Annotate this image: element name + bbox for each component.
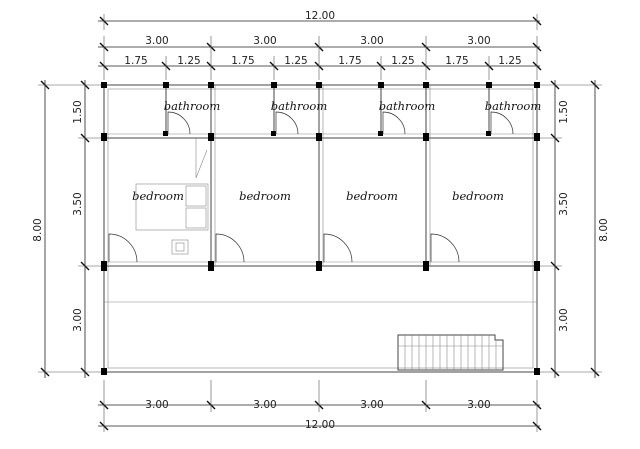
bottom-bay-dimension-2: 3.00	[253, 399, 276, 411]
bathroom-label-3: bathroom	[379, 99, 436, 113]
bedroom-label-4: bedroom	[452, 189, 504, 203]
top-sub-dimension-2: 1.25	[177, 55, 200, 67]
structural-columns	[101, 82, 540, 375]
bedroom-furniture	[135, 138, 209, 255]
top-total-dimension: 12.00	[305, 10, 335, 22]
top-sub-dimension-7: 1.75	[445, 55, 468, 67]
top-sub-dimension-5: 1.75	[338, 55, 361, 67]
top-dimensions: 12.00 3.00 3.00 3.00 3.00 1.75 1.25 1.75…	[98, 10, 542, 80]
left-dimensions: 8.00 1.50 3.50 3.00	[32, 80, 104, 378]
right-row-dimension-1: 1.50	[558, 100, 570, 123]
left-total-dimension: 8.00	[32, 218, 44, 241]
room-labels: bathroom bathroom bathroom bathroom bedr…	[132, 99, 541, 203]
right-row-dimension-2: 3.50	[558, 192, 570, 215]
bedroom-label-2: bedroom	[239, 189, 291, 203]
bottom-dimensions: 3.00 3.00 3.00 3.00 12.00	[98, 380, 542, 432]
top-sub-dimension-8: 1.25	[498, 55, 521, 67]
stairs	[397, 334, 504, 371]
bathroom-label-1: bathroom	[164, 99, 221, 113]
building-walls	[103, 84, 538, 373]
bottom-total-dimension: 12.00	[305, 419, 335, 431]
left-row-dimension-2: 3.50	[72, 192, 84, 215]
bathroom-label-2: bathroom	[271, 99, 328, 113]
top-sub-dimension-4: 1.25	[284, 55, 307, 67]
bathroom-label-4: bathroom	[485, 99, 542, 113]
bottom-bay-dimension-4: 3.00	[467, 399, 490, 411]
left-row-dimension-1: 1.50	[72, 100, 84, 123]
top-bay-dimension-3: 3.00	[360, 35, 383, 47]
top-bay-dimension-1: 3.00	[145, 35, 168, 47]
bedroom-label-3: bedroom	[346, 189, 398, 203]
top-sub-dimension-1: 1.75	[124, 55, 147, 67]
bottom-bay-dimension-1: 3.00	[145, 399, 168, 411]
top-bay-dimension-2: 3.00	[253, 35, 276, 47]
right-dimensions: 1.50 3.50 3.00 8.00	[537, 80, 610, 378]
left-row-dimension-3: 3.00	[72, 308, 84, 331]
top-sub-dimension-3: 1.75	[231, 55, 254, 67]
top-sub-dimension-6: 1.25	[391, 55, 414, 67]
doors	[108, 111, 514, 263]
right-row-dimension-3: 3.00	[558, 308, 570, 331]
right-total-dimension: 8.00	[598, 218, 610, 241]
bottom-bay-dimension-3: 3.00	[360, 399, 383, 411]
bedroom-label-1: bedroom	[132, 189, 184, 203]
top-bay-dimension-4: 3.00	[467, 35, 490, 47]
